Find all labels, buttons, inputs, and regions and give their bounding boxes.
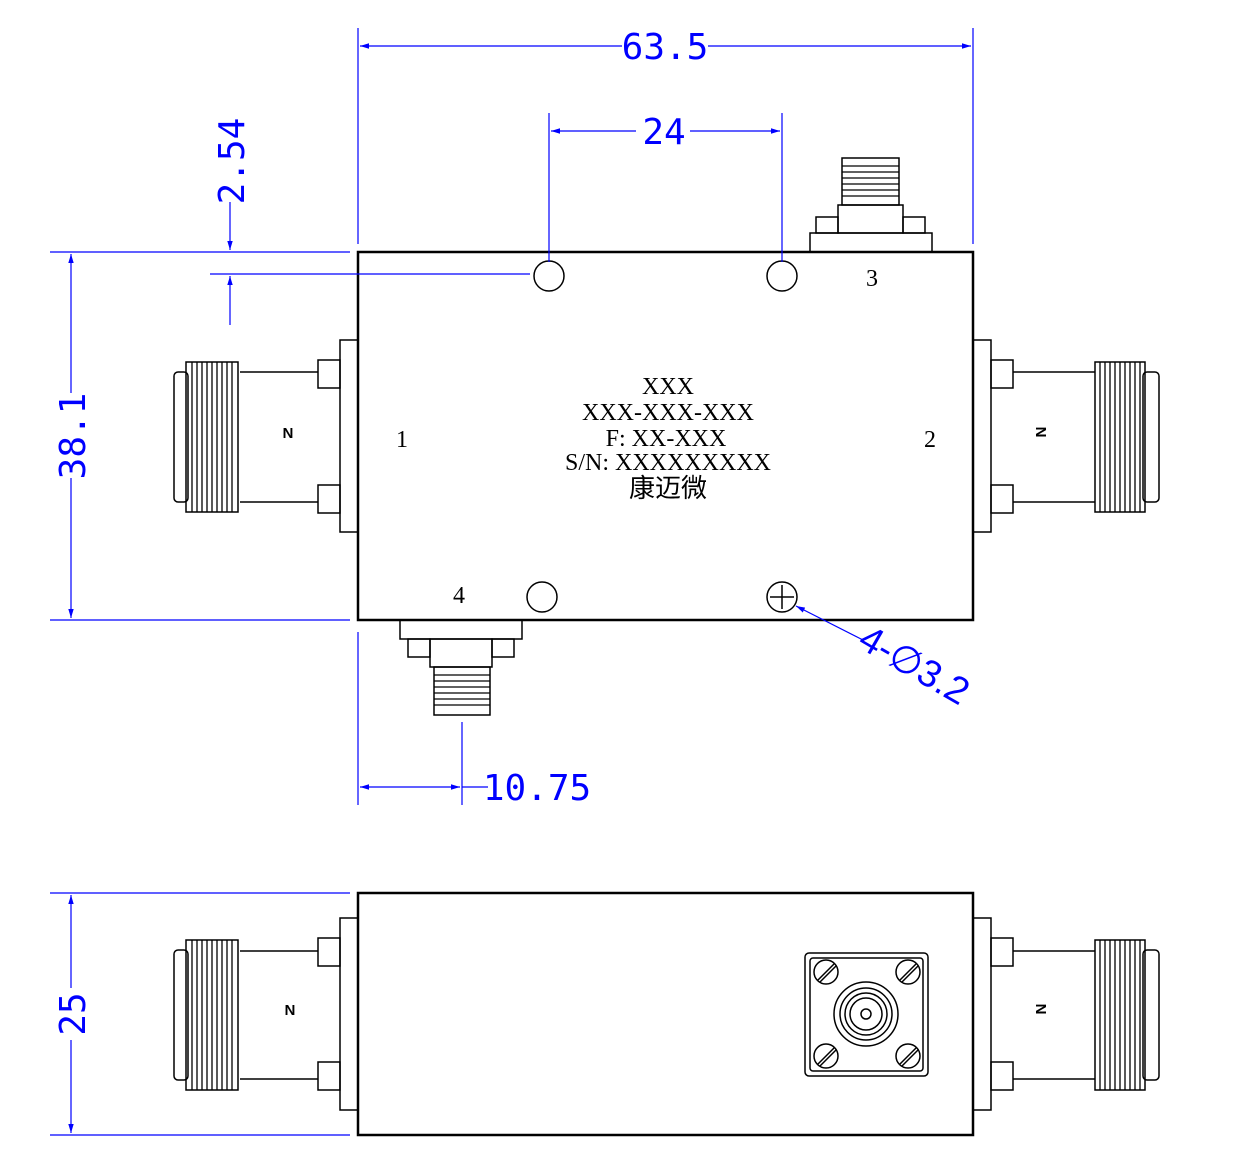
n-connector-right-front: N <box>972 917 1160 1111</box>
flange-screw <box>813 959 839 985</box>
nameplate-line: S/N: XXXXXXXXX <box>565 450 771 476</box>
dimension-height: 38.1 <box>50 254 350 621</box>
n-connector-left-front: N <box>173 917 359 1111</box>
port-label-4: 4 <box>453 583 465 609</box>
dimension-hole-offset: 2.54 <box>50 118 530 325</box>
dimension-hole-spacing: 24 <box>548 112 783 262</box>
n-connector-label: N <box>285 1001 296 1018</box>
dimension-hole-callout: 4-∅3.2 <box>795 605 977 714</box>
n-connector-label: N <box>283 424 294 441</box>
nameplate-line: 康迈微 <box>629 474 707 504</box>
dimension-sma-offset: 10.75 <box>357 632 591 809</box>
mounting-hole <box>526 581 558 613</box>
port-label-2: 2 <box>924 427 936 453</box>
port-label-3: 3 <box>866 266 878 292</box>
nameplate-line: F: XX-XXX <box>606 426 727 452</box>
front-body <box>356 891 975 1137</box>
dimension-text: 4-∅3.2 <box>852 617 977 713</box>
nameplate: XXX XXX-XXX-XXX F: XX-XXX S/N: XXXXXXXXX… <box>565 374 771 504</box>
sma-connector-bottom <box>399 619 523 716</box>
dimension-width: 63.5 <box>357 27 974 244</box>
flange-screw <box>813 1043 839 1069</box>
dimension-text: 24 <box>642 112 685 153</box>
top-view: N N <box>173 157 1160 716</box>
n-connector-right: N <box>972 339 1160 533</box>
n-connector-label: N <box>1032 427 1049 438</box>
port-label-1: 1 <box>396 427 408 453</box>
n-connector-label: N <box>1032 1004 1049 1015</box>
dimension-thickness: 25 <box>50 892 350 1136</box>
flange-screw <box>895 959 921 985</box>
mounting-hole <box>766 581 798 613</box>
flange-screw <box>895 1043 921 1069</box>
front-view: N N <box>173 891 1160 1137</box>
dimension-text: 10.75 <box>483 768 591 809</box>
dimension-text: 38.1 <box>53 393 94 480</box>
top-body <box>356 250 975 622</box>
dimension-text: 2.54 <box>212 118 253 205</box>
dimension-text: 63.5 <box>622 27 709 68</box>
dimension-text: 25 <box>53 992 94 1035</box>
nameplate-line: XXX-XXX-XXX <box>582 400 754 426</box>
sma-connector-top <box>809 157 933 253</box>
n-connector-left: N <box>173 339 359 533</box>
nameplate-line: XXX <box>642 374 694 400</box>
sma-flange <box>804 952 929 1077</box>
